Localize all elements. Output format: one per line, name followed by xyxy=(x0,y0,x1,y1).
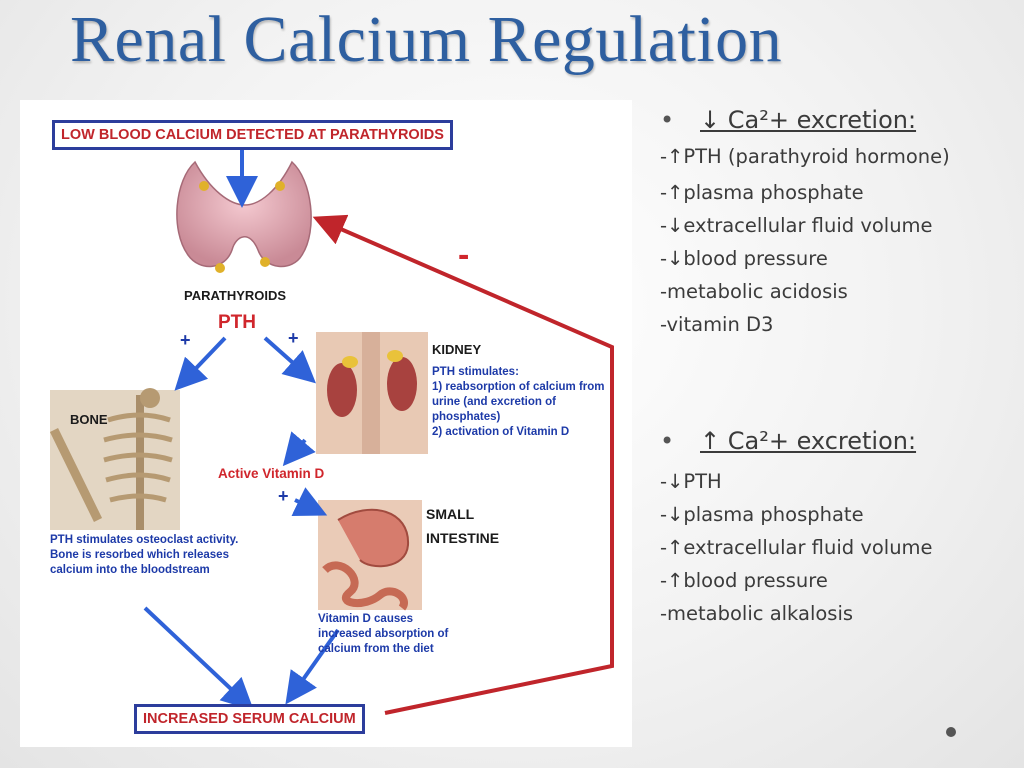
bullet: • xyxy=(660,106,675,134)
list-item: -↓PTH xyxy=(660,470,722,493)
pth-label: PTH xyxy=(218,312,256,333)
list-item: -↑blood pressure xyxy=(660,569,828,592)
kidney-label: KIDNEY xyxy=(432,342,482,357)
increase-excretion-title: ↑ Ca²+ excretion: xyxy=(700,427,917,455)
parathyroids-label: PARATHYROIDS xyxy=(184,288,287,303)
diagram-graphics xyxy=(49,135,614,715)
intestine-illustration xyxy=(318,500,422,611)
low-calcium-box: LOW BLOOD CALCIUM DETECTED AT PARATHYROI… xyxy=(52,120,453,150)
plus-sign-kidney: + xyxy=(288,328,299,348)
bone-description: PTH stimulates osteoclast activity.Bone … xyxy=(50,534,239,576)
list-item: -↑extracellular fluid volume xyxy=(660,536,933,559)
list-item: -metabolic acidosis xyxy=(660,280,848,303)
bone-label: BONE xyxy=(70,412,108,427)
list-item: -↑PTH (parathyroid hormone) xyxy=(660,145,950,168)
list-item: -↑plasma phosphate xyxy=(660,181,864,204)
active-vitamin-d-label: Active Vitamin D xyxy=(218,466,325,481)
list-item: -↓blood pressure xyxy=(660,247,828,270)
calcium-regulation-diagram: LOW BLOOD CALCIUM DETECTED AT PARATHYROI… xyxy=(20,100,632,747)
plus-sign-intestine: + xyxy=(278,486,289,506)
decrease-excretion-title: ↓ Ca²+ excretion: xyxy=(700,106,917,134)
slide-corner-dot xyxy=(946,727,956,737)
list-item: -↓plasma phosphate xyxy=(660,503,864,526)
negative-feedback-sign: - xyxy=(458,236,470,274)
intestine-description: Vitamin D causes increased absorption of… xyxy=(318,613,449,655)
increase-excretion-heading: • ↑ Ca²+ excretion: xyxy=(660,427,1000,455)
skeleton-illustration xyxy=(49,388,180,530)
excretion-factors-panel: • ↓ Ca²+ excretion: -↑PTH (parathyroid ho… xyxy=(660,106,1000,630)
thyroid-gland-illustration xyxy=(176,160,312,273)
list-item: -↓extracellular fluid volume xyxy=(660,214,933,237)
slide-title: Renal Calcium Regulation xyxy=(70,3,783,76)
kidney-illustration xyxy=(316,332,428,454)
list-item: -metabolic alkalosis xyxy=(660,602,854,625)
kidney-description: PTH stimulates:1) reabsorption of calciu… xyxy=(432,366,605,438)
increased-calcium-box: INCREASED SERUM CALCIUM xyxy=(134,704,365,734)
plus-sign-bone: + xyxy=(180,330,191,350)
bullet: • xyxy=(660,427,675,455)
list-item: -vitamin D3 xyxy=(660,313,774,336)
decrease-excretion-heading: • ↓ Ca²+ excretion: xyxy=(660,106,1000,134)
